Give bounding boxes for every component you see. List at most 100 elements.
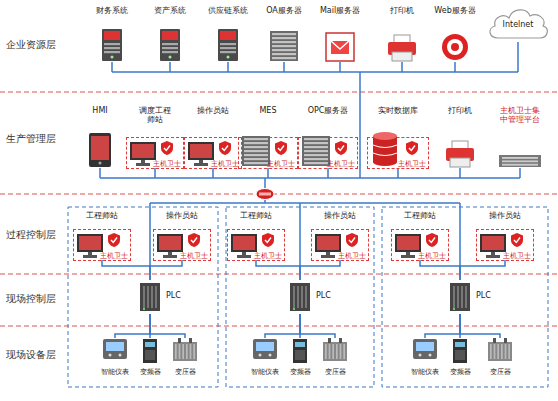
device-node: PLC [447, 280, 473, 314]
host-guard-shield: 主机卫士 [417, 233, 447, 260]
host-guard-shield: 主机卫士 [397, 141, 427, 168]
device-node: 智能仪表 [408, 338, 442, 378]
node-label: 打印机 [448, 106, 472, 115]
shield-icon [345, 233, 359, 247]
device-node: 主机卫士集中管理平台 [494, 106, 546, 168]
hmi-graphic [88, 132, 112, 168]
bus-line [112, 71, 518, 73]
host-guard-shield: 主机卫士 [326, 141, 356, 168]
node-label: 主机卫士 [266, 161, 296, 168]
monitor-graphic [187, 141, 215, 167]
bus-drop [397, 168, 399, 178]
layer-label: 过程控制层 [6, 228, 56, 242]
meter-graphic [412, 338, 438, 360]
bus-drop [283, 62, 285, 72]
bus-lines [100, 42, 520, 266]
layer-separators [0, 92, 558, 326]
network-link [115, 314, 150, 338]
node-label: 资产系统 [154, 6, 186, 15]
shield-graphic [160, 141, 174, 155]
vfd-graphic [142, 338, 158, 364]
plc-icon [289, 282, 311, 312]
monitor-icon [187, 141, 215, 167]
bus-drop [154, 168, 156, 178]
mail-icon [325, 32, 355, 62]
node-label: 主机卫士 [99, 253, 129, 260]
firewall-band [259, 193, 271, 196]
device-node: 变频器 [133, 338, 167, 378]
network-link [300, 260, 340, 280]
layer-label: 现场设备层 [6, 348, 56, 362]
host-guard-shield: 主机卫士 [253, 233, 283, 260]
node-label: 主机卫士 [210, 161, 240, 168]
cloud-node: Intelnet [486, 4, 550, 42]
bus-drop [111, 62, 113, 72]
node-label: 操作员站 [489, 211, 521, 220]
network-link [150, 314, 185, 338]
server-graphic [216, 28, 240, 62]
monitor-icon [479, 233, 507, 259]
plc-icon [449, 282, 471, 312]
device-node: 智能仪表 [248, 338, 282, 378]
monitor-graphic [129, 141, 157, 167]
node-label: 智能仪表 [101, 368, 129, 376]
shield-icon [160, 141, 174, 155]
web-graphic [440, 32, 470, 62]
server-icon [100, 28, 124, 62]
printer-icon [445, 140, 475, 168]
device-node: Mail服务器 [313, 6, 367, 62]
server-graphic [158, 28, 182, 62]
bus-drop [99, 168, 101, 178]
device-node: 调度工程师站主机卫士 [128, 106, 182, 168]
shield-graphic [218, 141, 232, 155]
host-guard-shield: 主机卫士 [337, 233, 367, 260]
host-guard-shield: 主机卫士 [179, 233, 209, 260]
node-label: 主机卫士 [337, 253, 367, 260]
monitor-icon [156, 233, 184, 259]
monitor-graphic [230, 233, 258, 259]
shield-graphic [274, 141, 288, 155]
node-label: OA服务器 [266, 6, 302, 15]
monitor-graphic [394, 233, 422, 259]
device-node: 资产系统 [148, 6, 192, 62]
node-label: 主机卫士 [152, 161, 182, 168]
node-label: OPC服务器 [308, 106, 349, 115]
node-label: 主机卫士 [253, 253, 283, 260]
vfd-graphic [292, 338, 308, 364]
meter-icon [102, 338, 128, 360]
plc-graphic [139, 282, 161, 312]
bus-line [100, 177, 520, 179]
device-node: 变频器 [443, 338, 477, 378]
nas-graphic [498, 154, 542, 168]
db-graphic [370, 131, 400, 167]
device-node: 智能仪表 [98, 338, 132, 378]
plc-icon [139, 282, 161, 312]
shield-graphic [405, 141, 419, 155]
device-node: 工程师站主机卫士 [393, 211, 447, 260]
node-label: 调度工程师站 [137, 106, 173, 124]
node-label: 变压器 [325, 368, 346, 376]
bus-drop [212, 168, 214, 178]
node-label: 实时数据库 [378, 106, 418, 115]
node-label: PLC [476, 291, 491, 300]
vfd-icon [142, 338, 158, 364]
network-link [425, 314, 460, 338]
host-guard-shield: 主机卫士 [210, 141, 240, 168]
node-label: 操作员站 [324, 211, 356, 220]
rack-icon [241, 135, 271, 167]
db-icon [370, 131, 400, 167]
node-label: 智能仪表 [251, 368, 279, 376]
node-label: PLC [316, 291, 331, 300]
monitor-graphic [479, 233, 507, 259]
meter-icon [252, 338, 278, 360]
bus-drop [519, 168, 521, 178]
device-node: PLC [287, 280, 313, 314]
server-graphic [100, 28, 124, 62]
node-label: MES [259, 106, 276, 115]
device-node: 供应链系统 [205, 6, 251, 62]
device-node: OPC服务器主机卫士 [300, 106, 356, 168]
shield-icon [187, 233, 201, 247]
network-link [460, 260, 505, 280]
separator [0, 91, 558, 92]
